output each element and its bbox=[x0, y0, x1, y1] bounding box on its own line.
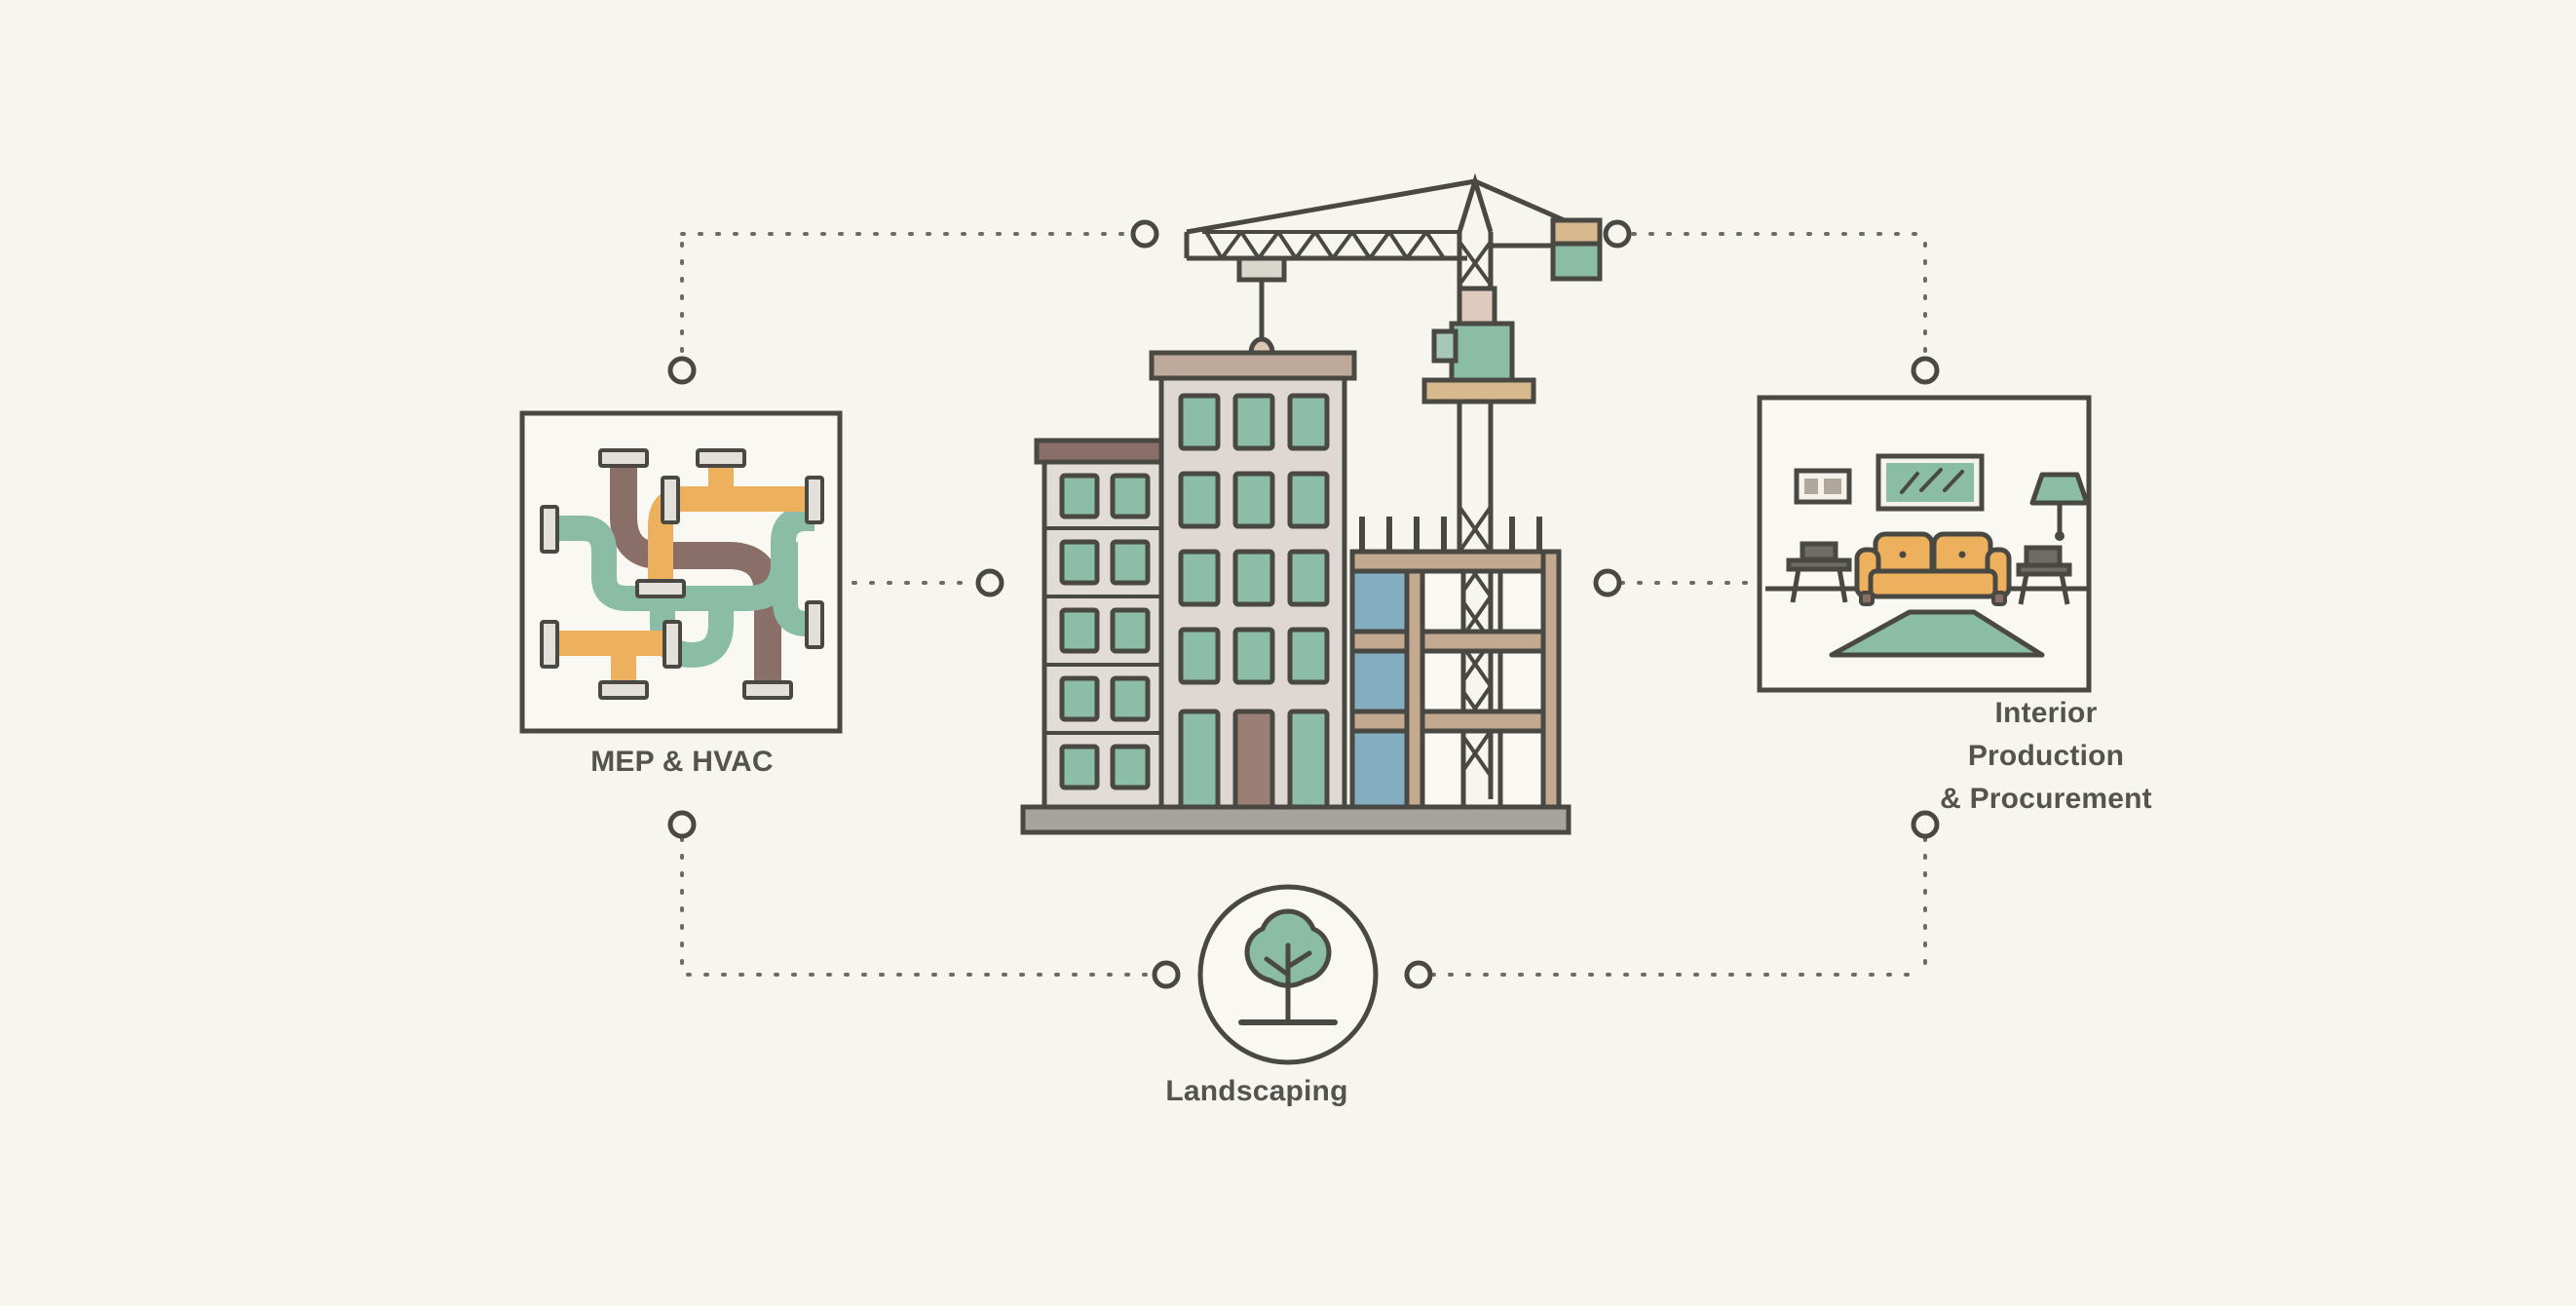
crane-cab-platform bbox=[1421, 377, 1536, 404]
wall-art-strokes bbox=[1900, 468, 1964, 494]
side-table-right-leg-b bbox=[2059, 573, 2070, 605]
node-mep-card[interactable] bbox=[519, 410, 843, 734]
crane-cab-upper bbox=[1457, 286, 1497, 326]
pipe-brown-main bbox=[610, 458, 781, 688]
endpoint-dot-interior-top-left bbox=[1603, 219, 1632, 249]
node-interior-card[interactable] bbox=[1757, 395, 2092, 693]
side-table-left-leg-a bbox=[1790, 568, 1801, 603]
building-center bbox=[1149, 350, 1357, 812]
tree-branch-right bbox=[1285, 950, 1312, 970]
crane-counterweight-bottom bbox=[1550, 241, 1603, 282]
pipes-icon bbox=[540, 448, 824, 700]
endpoint-dot-landscaping-right bbox=[1404, 960, 1433, 989]
tree-branch-left bbox=[1264, 956, 1291, 978]
endpoint-dot-interior-center bbox=[1593, 568, 1622, 597]
endpoint-dot-landscaping-left bbox=[1152, 960, 1181, 989]
endpoint-dot-mep-bottom bbox=[667, 810, 697, 839]
endpoint-dot-mep-top-right bbox=[1130, 219, 1159, 249]
mep-label: MEP & HVAC bbox=[590, 746, 774, 778]
flange-orange-top bbox=[696, 448, 746, 468]
sofa-leg-left bbox=[1859, 591, 1875, 606]
flange-green-mid bbox=[663, 620, 682, 669]
frame-columns bbox=[1404, 549, 1562, 812]
building-center-windows bbox=[1178, 393, 1330, 812]
pipe-green-main bbox=[551, 506, 814, 611]
endpoint-dot-mep-center bbox=[975, 568, 1004, 597]
endpoint-dot-mep-top-left bbox=[667, 356, 697, 385]
node-landscaping-badge[interactable] bbox=[1197, 884, 1379, 1065]
rebar-stubs bbox=[1359, 517, 1542, 552]
endpoint-dot-interior-bottom bbox=[1911, 810, 1940, 839]
frame-glass-panels bbox=[1349, 568, 1410, 812]
building-frame-under-construction bbox=[1349, 517, 1562, 812]
crane-jib-trusses bbox=[1202, 230, 1459, 260]
crane-apex bbox=[1457, 173, 1494, 233]
crane-counter-jib-top bbox=[1473, 178, 1571, 225]
connector-layer bbox=[680, 232, 1927, 977]
sofa-button-left bbox=[1899, 551, 1907, 558]
building-center-entrance bbox=[1232, 709, 1275, 812]
building-left bbox=[1034, 438, 1172, 812]
flange-orange-bottom-left bbox=[540, 620, 559, 669]
flange-green-left bbox=[540, 505, 559, 554]
connector-endpoints bbox=[667, 219, 1940, 989]
crane-jib-top bbox=[1186, 178, 1476, 235]
side-table-right-box bbox=[2024, 545, 2063, 568]
ground-slab bbox=[1020, 804, 1572, 835]
sofa-button-right bbox=[1958, 551, 1966, 558]
endpoint-dot-interior-top-right bbox=[1911, 356, 1940, 385]
lamp-base bbox=[2055, 531, 2065, 541]
building-left-windows bbox=[1059, 473, 1151, 790]
crane-counterweight-top bbox=[1550, 217, 1603, 247]
tree-icon bbox=[1238, 908, 1338, 1025]
pipe-flanges bbox=[540, 448, 824, 700]
flange-brown-top bbox=[598, 448, 649, 468]
side-table-left bbox=[1786, 541, 1852, 603]
flange-orange-right bbox=[805, 476, 824, 524]
wall-art-small-block-a bbox=[1804, 479, 1818, 494]
living-room-icon bbox=[1765, 453, 2089, 658]
lamp-shade bbox=[2029, 472, 2089, 506]
building-left-roof bbox=[1034, 438, 1172, 465]
side-table-right bbox=[2016, 545, 2072, 605]
interior-label: Interior Production & Procurement bbox=[1940, 697, 2152, 815]
sofa-leg-right bbox=[1991, 591, 2007, 606]
flange-orange-bottom bbox=[598, 680, 649, 700]
rug bbox=[1829, 609, 2045, 658]
sofa bbox=[1854, 531, 2012, 606]
flange-brown-bottom bbox=[742, 680, 793, 700]
crane-trolley bbox=[1236, 255, 1287, 283]
side-table-right-leg-a bbox=[2018, 573, 2029, 605]
wall-art-small-block-b bbox=[1824, 479, 1841, 494]
building-left-floor-lines bbox=[1044, 526, 1163, 735]
construction-site-illustration[interactable] bbox=[1020, 173, 1603, 835]
flange-orange-center bbox=[635, 579, 686, 598]
crane-cab-side bbox=[1431, 328, 1458, 364]
landscaping-label: Landscaping bbox=[1165, 1075, 1348, 1107]
side-table-books bbox=[1799, 541, 1838, 562]
side-table-left-leg-b bbox=[1837, 568, 1848, 603]
flange-orange-mid bbox=[661, 476, 680, 524]
flange-green-right bbox=[805, 600, 824, 649]
sofa-seat bbox=[1868, 568, 1998, 599]
crane-cab-main bbox=[1449, 321, 1515, 383]
building-center-roof bbox=[1149, 350, 1357, 381]
